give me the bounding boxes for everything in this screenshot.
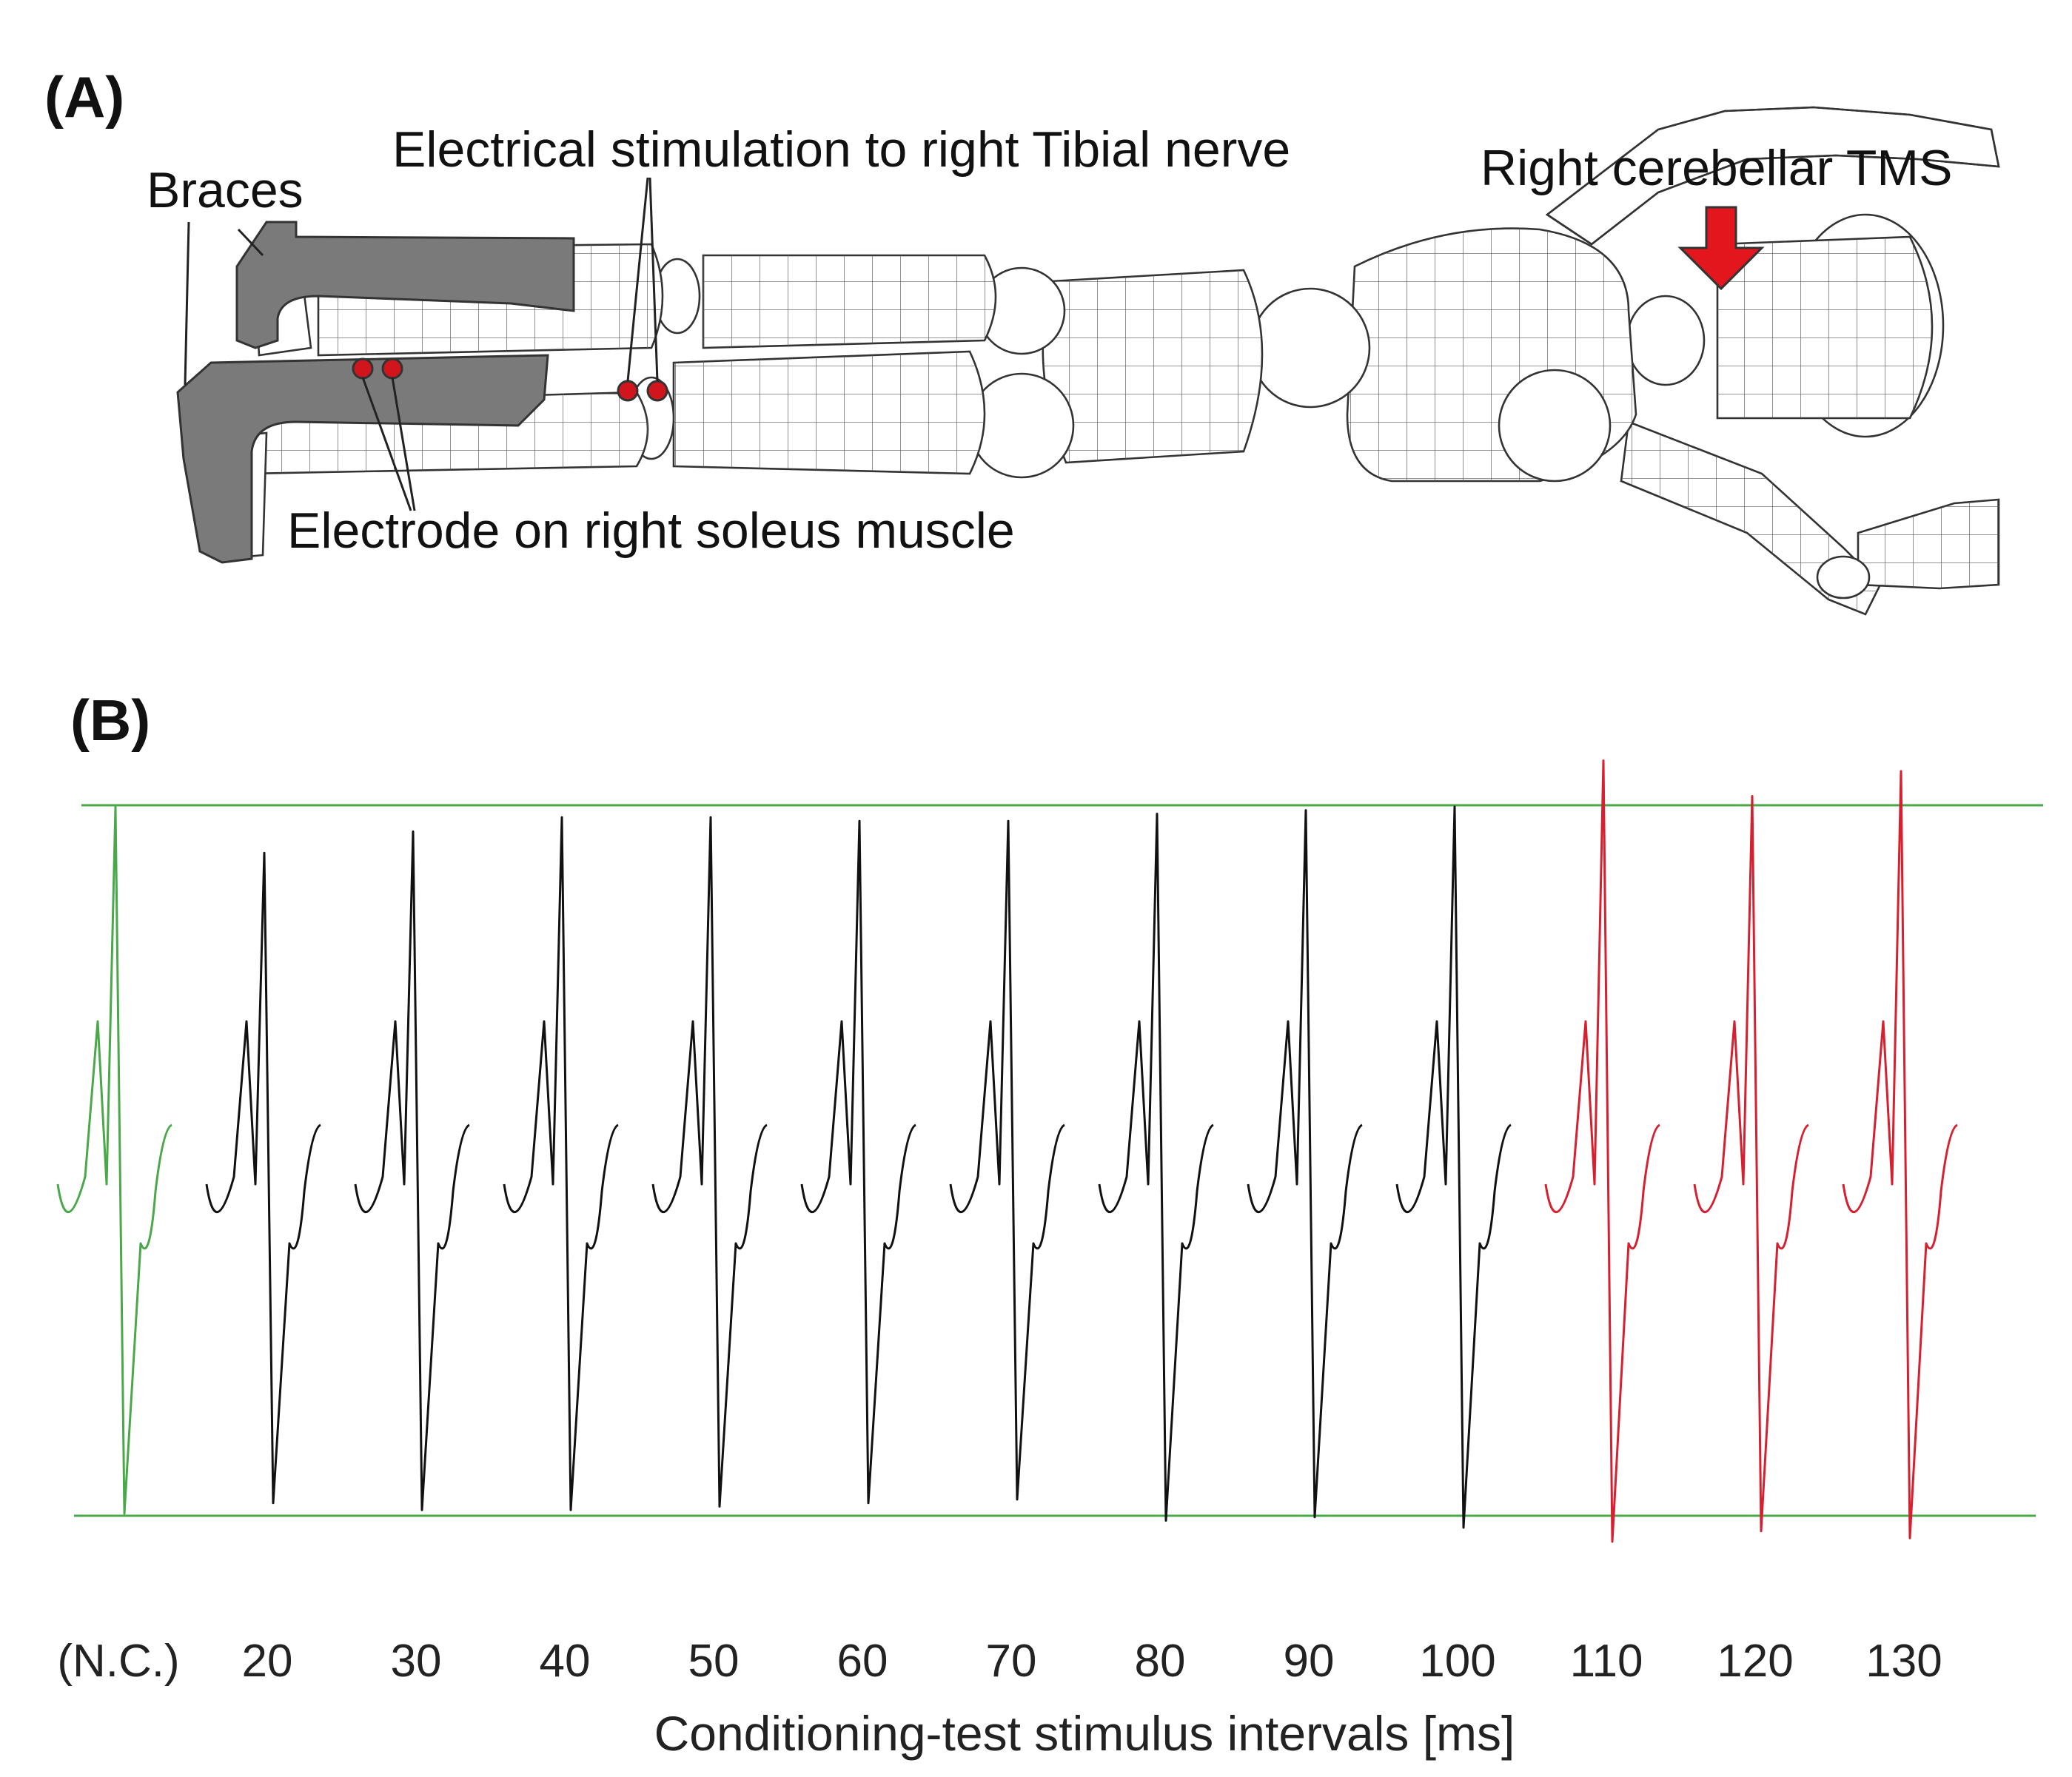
emg-trace-80 <box>1098 813 1214 1522</box>
electrode-annotation: Electrode on right soleus muscle <box>287 503 1015 559</box>
tick-label-20: 20 <box>242 1636 293 1687</box>
lower-brace <box>176 354 549 564</box>
electrode-leader-line <box>361 377 416 511</box>
tick-label-70: 70 <box>986 1636 1037 1687</box>
tick-label-50: 50 <box>688 1636 740 1687</box>
emg-trace-130 <box>1842 770 1958 1539</box>
panel-b-label: (B) <box>70 688 150 753</box>
tick-label-100: 100 <box>1419 1636 1495 1687</box>
soleus-electrode-2 <box>381 357 403 380</box>
tick-label-40: 40 <box>540 1636 591 1687</box>
soleus-electrode-1 <box>352 357 374 380</box>
emg-trace-110 <box>1544 759 1660 1543</box>
stimulation-annotation: Electrical stimulation to right Tibial n… <box>392 121 1290 178</box>
interval-tick-labels: (N.C.) 20 30 40 50 60 70 80 90 100 110 120 130 <box>57 1636 1942 1687</box>
emg-trace-40 <box>503 816 619 1511</box>
x-axis-label: Conditioning-test stimulus intervals [ms… <box>654 1706 1515 1761</box>
braces-leader-line <box>184 221 264 386</box>
emg-trace-120 <box>1693 795 1809 1533</box>
emg-trace-20 <box>205 851 321 1505</box>
panel-b-traces: (B) (N.C.) 20 30 40 50 60 70 80 90 100 110 120 130 C… <box>56 688 2043 1761</box>
tick-label-nc: (N.C.) <box>57 1636 179 1687</box>
panel-a-illustration: (A) <box>44 64 2000 616</box>
emg-trace-50 <box>651 816 768 1508</box>
emg-trace-70 <box>949 819 1065 1501</box>
tick-label-30: 30 <box>391 1636 442 1687</box>
stimulation-leader-line <box>626 177 659 382</box>
tick-label-60: 60 <box>837 1636 888 1687</box>
braces <box>176 221 575 564</box>
panel-a-label: (A) <box>44 64 124 130</box>
tibial-stim-electrode-2 <box>646 380 668 402</box>
tibial-stim-electrode-1 <box>617 380 639 402</box>
mannequin-figure <box>221 106 2000 616</box>
tick-label-110: 110 <box>1570 1636 1643 1687</box>
tick-label-130: 130 <box>1865 1636 1942 1687</box>
tms-arrow-icon <box>1677 206 1765 291</box>
braces-annotation: Braces <box>147 162 304 218</box>
tick-label-120: 120 <box>1717 1636 1793 1687</box>
tick-label-80: 80 <box>1135 1636 1186 1687</box>
emg-trace-30 <box>354 830 470 1511</box>
emg-trace-60 <box>800 819 916 1505</box>
emg-trace-nc <box>56 805 172 1515</box>
tms-annotation: Right cerebellar TMS <box>1481 140 1952 196</box>
emg-trace-100 <box>1395 805 1512 1529</box>
tick-label-90: 90 <box>1284 1636 1335 1687</box>
emg-traces <box>56 759 1958 1543</box>
emg-trace-90 <box>1247 809 1363 1519</box>
upper-brace <box>235 221 575 349</box>
